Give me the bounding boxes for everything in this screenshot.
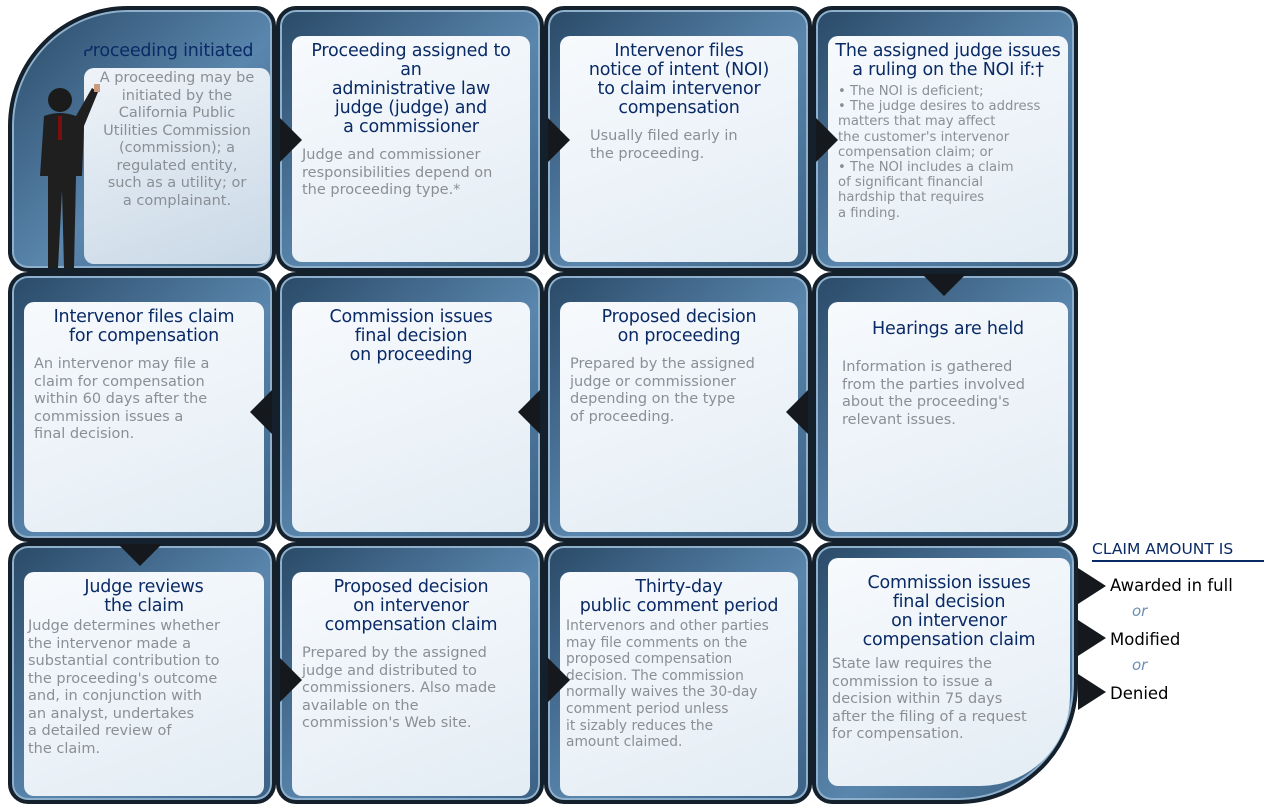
outcome-arrow	[1078, 620, 1106, 656]
step-panel: Judge reviews the claim Judge determines…	[24, 572, 264, 796]
or-label: or	[1132, 656, 1148, 674]
step-panel: Proceeding initiated	[64, 36, 268, 262]
step-hearings-held: Hearings are held Information is gathere…	[812, 272, 1078, 542]
step-desc: Prepared by the assigned judge and distr…	[302, 645, 497, 731]
step-panel: Proposed decision on proceeding Prepared…	[560, 302, 798, 532]
flow-arrow-right	[280, 658, 302, 702]
outcome-denied: Denied	[1110, 684, 1169, 703]
step-panel: Thirty-day public comment period Interve…	[560, 572, 798, 796]
step-desc: Usually filed early in the proceeding.	[590, 128, 738, 162]
step-panel: Commission issues final decision on proc…	[292, 302, 530, 532]
flow-arrow-right	[280, 118, 302, 162]
step-panel: Commission issues final decision on inte…	[828, 558, 1070, 786]
step-judge-ruling-noi: The assigned judge issues a ruling on th…	[812, 6, 1078, 272]
businessman-figure-icon	[40, 84, 100, 268]
step-title: Judge reviews the claim	[84, 577, 204, 616]
step-desc: Judge and commissioner responsibilities …	[302, 147, 493, 198]
flow-arrow-left	[250, 390, 272, 434]
step-panel: Proceeding assigned to an administrative…	[292, 36, 530, 262]
step-title: Proceeding assigned to an administrative…	[311, 41, 511, 137]
step-desc: Prepared by the assigned judge or commis…	[570, 356, 755, 425]
outcome-awarded-in-full: Awarded in full	[1110, 576, 1233, 595]
step-intervenor-files-noi: Intervenor files notice of intent (NOI) …	[544, 6, 812, 272]
claim-amount-header: CLAIM AMOUNT IS	[1092, 540, 1264, 562]
step-desc: Information is gathered from the parties…	[842, 359, 1026, 428]
or-label: or	[1132, 602, 1148, 620]
step-title: The assigned judge issues a ruling on th…	[835, 41, 1061, 80]
bullet-item: • The NOI includes a claim of significan…	[838, 160, 1014, 221]
step-title: Proceeding initiated	[82, 41, 254, 61]
step-title: Hearings are held	[872, 319, 1024, 339]
step-desc: An intervenor may file a claim for compe…	[34, 356, 210, 442]
outcome-arrow	[1078, 568, 1106, 604]
step-public-comment-period: Thirty-day public comment period Interve…	[544, 542, 812, 804]
flow-arrow-left	[518, 390, 540, 434]
step-panel: Intervenor files notice of intent (NOI) …	[560, 36, 798, 262]
step-final-decision-claim: Commission issues final decision on inte…	[812, 542, 1078, 804]
step-title: Commission issues final decision on proc…	[329, 307, 493, 365]
step-title: Proposed decision on proceeding	[601, 307, 757, 346]
step-desc: State law requires the commission to iss…	[832, 656, 1027, 742]
step-desc-panel: A proceeding may be initiated by the Cal…	[84, 68, 270, 264]
step-panel: The assigned judge issues a ruling on th…	[828, 36, 1068, 262]
step-panel: Proposed decision on intervenor compensa…	[292, 572, 530, 796]
step-title: Thirty-day public comment period	[579, 577, 779, 616]
step-desc: A proceeding may be initiated by the Cal…	[99, 70, 255, 209]
flow-arrow-right	[816, 118, 838, 162]
step-title: Intervenor files claim for compensation	[53, 307, 235, 346]
step-desc: Judge determines whether the intervenor …	[28, 618, 220, 757]
bullet-item: • The judge desires to address matters t…	[838, 99, 1041, 160]
step-intervenor-files-claim: Intervenor files claim for compensation …	[8, 272, 276, 542]
step-panel: Intervenor files claim for compensation …	[24, 302, 264, 532]
step-title: Commission issues final decision on inte…	[862, 573, 1036, 650]
step-title: Intervenor files notice of intent (NOI) …	[588, 41, 770, 118]
flow-arrow-right	[548, 658, 570, 702]
step-proceeding-initiated: Proceeding initiated A proceeding may be…	[8, 6, 276, 272]
bullet-item: • The NOI is deficient;	[838, 84, 984, 99]
flow-arrow-left	[786, 390, 808, 434]
step-panel: Hearings are held Information is gathere…	[828, 302, 1068, 532]
outcome-modified: Modified	[1110, 630, 1181, 649]
step-proposed-decision-proceeding: Proposed decision on proceeding Prepared…	[544, 272, 812, 542]
flow-arrow-right	[548, 118, 570, 162]
step-proceeding-assigned: Proceeding assigned to an administrative…	[276, 6, 544, 272]
step-title: Proposed decision on intervenor compensa…	[324, 577, 498, 635]
outcome-arrow	[1078, 674, 1106, 710]
flow-arrow-down	[118, 544, 162, 566]
step-judge-reviews-claim: Judge reviews the claim Judge determines…	[8, 542, 276, 804]
step-final-decision-proceeding: Commission issues final decision on proc…	[276, 272, 544, 542]
flow-arrow-down	[922, 274, 966, 296]
step-desc: Intervenors and other parties may file c…	[566, 618, 769, 751]
step-proposed-decision-claim: Proposed decision on intervenor compensa…	[276, 542, 544, 804]
